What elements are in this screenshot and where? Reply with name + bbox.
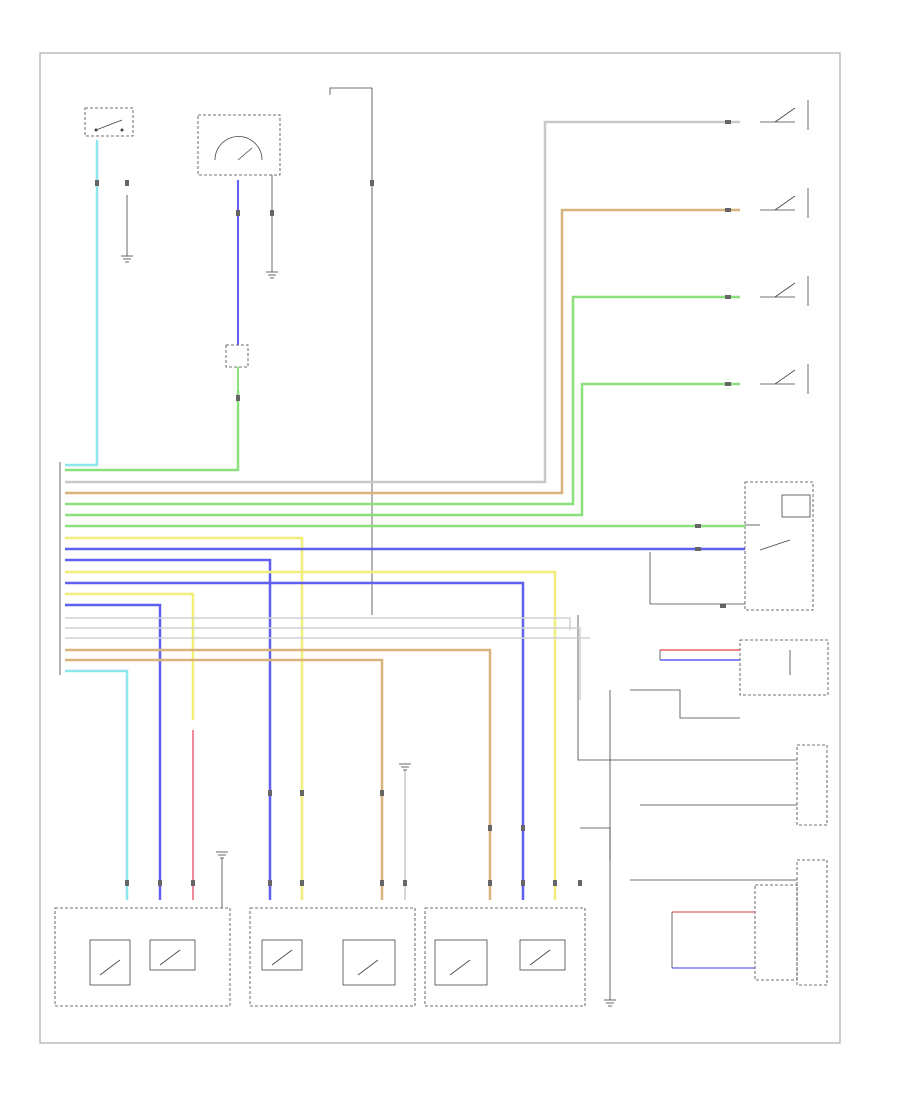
diagram-frame xyxy=(39,52,841,1044)
right-rear-door-lock-actuator xyxy=(424,907,586,1007)
ground-symbol-1 xyxy=(121,255,133,263)
dark-wire-1 xyxy=(577,615,620,761)
right-rear-door-switch xyxy=(760,100,809,130)
ground-symbol-5 xyxy=(604,999,616,1007)
fuse-box xyxy=(225,344,249,368)
tailgate-switch xyxy=(760,364,809,394)
ground-symbol-4 xyxy=(399,763,411,771)
left-rear-door-lock-actuator xyxy=(249,907,416,1007)
front-passenger-door-lock-actuator xyxy=(54,907,231,1007)
body-control-module xyxy=(620,744,828,826)
harness-wires xyxy=(65,120,745,900)
front-passenger-door-switch xyxy=(760,276,809,306)
power-feed-wire xyxy=(329,87,373,615)
power-door-lock-relay-box xyxy=(739,639,829,696)
keyless-control-unit xyxy=(630,859,828,986)
trunk-lock-module xyxy=(744,481,814,611)
left-rear-door-switch xyxy=(760,188,809,218)
ground-symbol-2 xyxy=(266,271,278,279)
ground-symbol-3 xyxy=(216,851,228,908)
front-door-switch xyxy=(84,107,134,137)
dark-wire-4 xyxy=(630,689,740,719)
dark-wire-3 xyxy=(580,827,611,1000)
transmission-sensor xyxy=(197,114,281,176)
connector-pin-markers xyxy=(95,120,731,886)
